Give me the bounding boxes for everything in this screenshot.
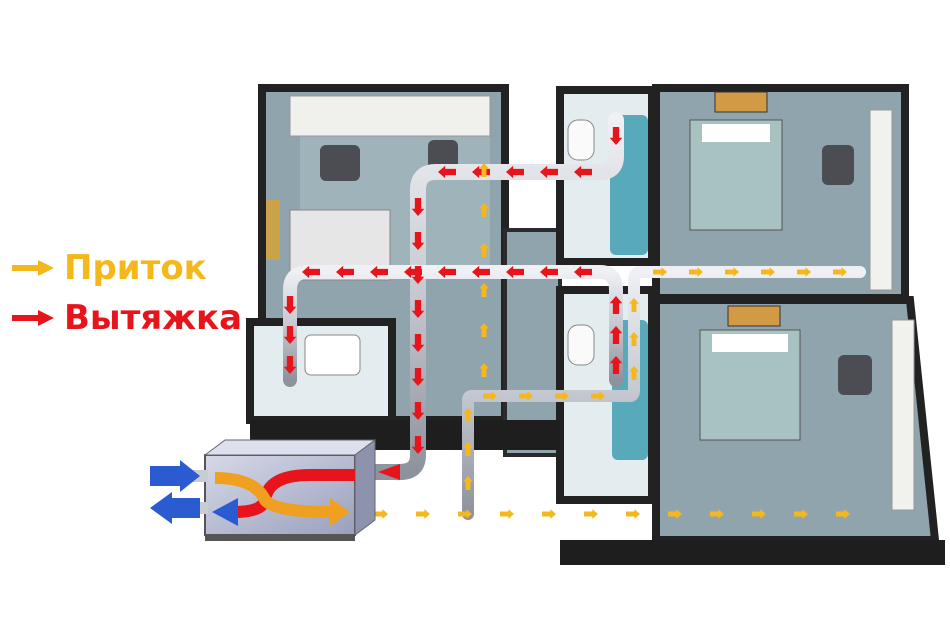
armchair-4 — [838, 355, 872, 395]
window-right-2 — [892, 320, 914, 510]
armchair-1 — [320, 145, 360, 181]
bed-2-pillows — [712, 334, 788, 352]
bed-1-pillows — [702, 124, 770, 142]
toilet-1 — [568, 120, 594, 160]
painting-1 — [715, 92, 767, 112]
legend-supply-label: Приток — [64, 248, 207, 288]
arrow-right-icon — [12, 308, 56, 328]
toilet-2 — [568, 325, 594, 365]
unit-top — [205, 440, 375, 455]
armchair-3 — [822, 145, 854, 185]
outdoor-air — [150, 460, 208, 524]
outdoor-exhaust-arrow — [150, 492, 200, 524]
painting-2 — [728, 306, 780, 326]
recuperator-unit — [205, 440, 375, 541]
tv — [266, 200, 280, 260]
building-base — [560, 540, 945, 565]
sink-left — [305, 335, 360, 375]
window-curtains — [290, 96, 490, 136]
unit-feet — [205, 535, 355, 541]
legend-exhaust: Вытяжка — [12, 298, 242, 338]
unit-side — [355, 440, 375, 535]
legend-exhaust-label: Вытяжка — [64, 298, 242, 338]
window-right — [870, 110, 892, 290]
legend-supply: Приток — [12, 248, 207, 288]
arrow-right-icon — [12, 258, 56, 278]
outdoor-intake-arrow — [150, 460, 200, 492]
